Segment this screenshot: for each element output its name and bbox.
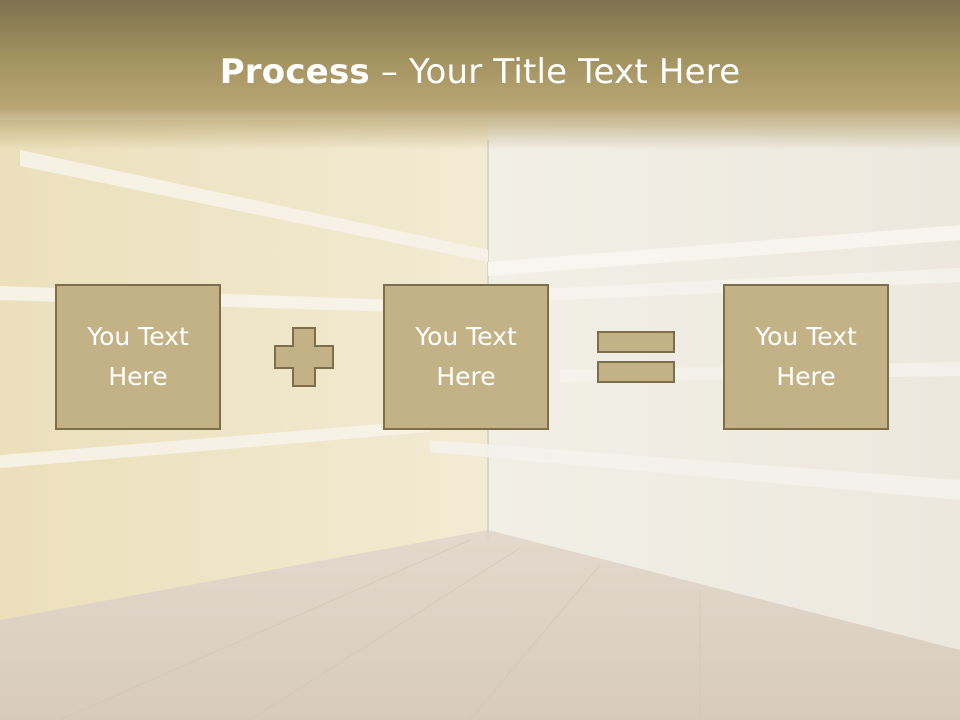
equals-icon	[597, 331, 675, 383]
process-box-1-text: You Text Here	[87, 322, 189, 391]
process-box-2[interactable]: You Text Here	[383, 284, 549, 430]
title-band	[0, 0, 960, 150]
process-box-1[interactable]: You Text Here	[55, 284, 221, 430]
title-rest-part: – Your Title Text Here	[369, 52, 741, 92]
plus-icon	[274, 327, 334, 387]
process-box-3[interactable]: You Text Here	[723, 284, 889, 430]
slide-title: Process – Your Title Text Here	[0, 52, 960, 92]
title-bold-part: Process	[219, 52, 370, 92]
process-box-3-text: You Text Here	[755, 322, 857, 391]
process-box-2-text: You Text Here	[415, 322, 517, 391]
